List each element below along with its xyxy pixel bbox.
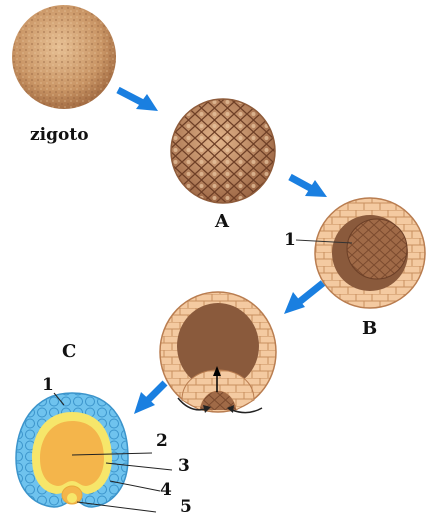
blastula-section [315,198,425,308]
blastocoel-number-label: 1 [284,232,296,249]
stage-a-label: A [215,213,229,231]
morula-sphere [171,99,275,203]
arrow-left-down-icon [134,383,165,414]
gastrula-section [16,393,128,507]
arrow-right-down-icon [118,90,158,111]
endoderm-number-label: 4 [160,482,172,499]
stage-c-label: C [62,343,76,361]
arrow-right-down-icon [290,177,327,197]
arrow-left-down-icon [284,283,323,314]
invaginating-embryo [160,292,276,412]
mesoderm-number-label: 3 [178,458,190,475]
ectoderm-number-label: 1 [42,377,54,394]
archenteron-number-label: 2 [156,433,168,450]
zygote-sphere [12,5,116,109]
zygote-label: zigoto [30,127,89,144]
blastopore-number-label: 5 [180,499,192,516]
stage-b-label: B [362,320,377,338]
